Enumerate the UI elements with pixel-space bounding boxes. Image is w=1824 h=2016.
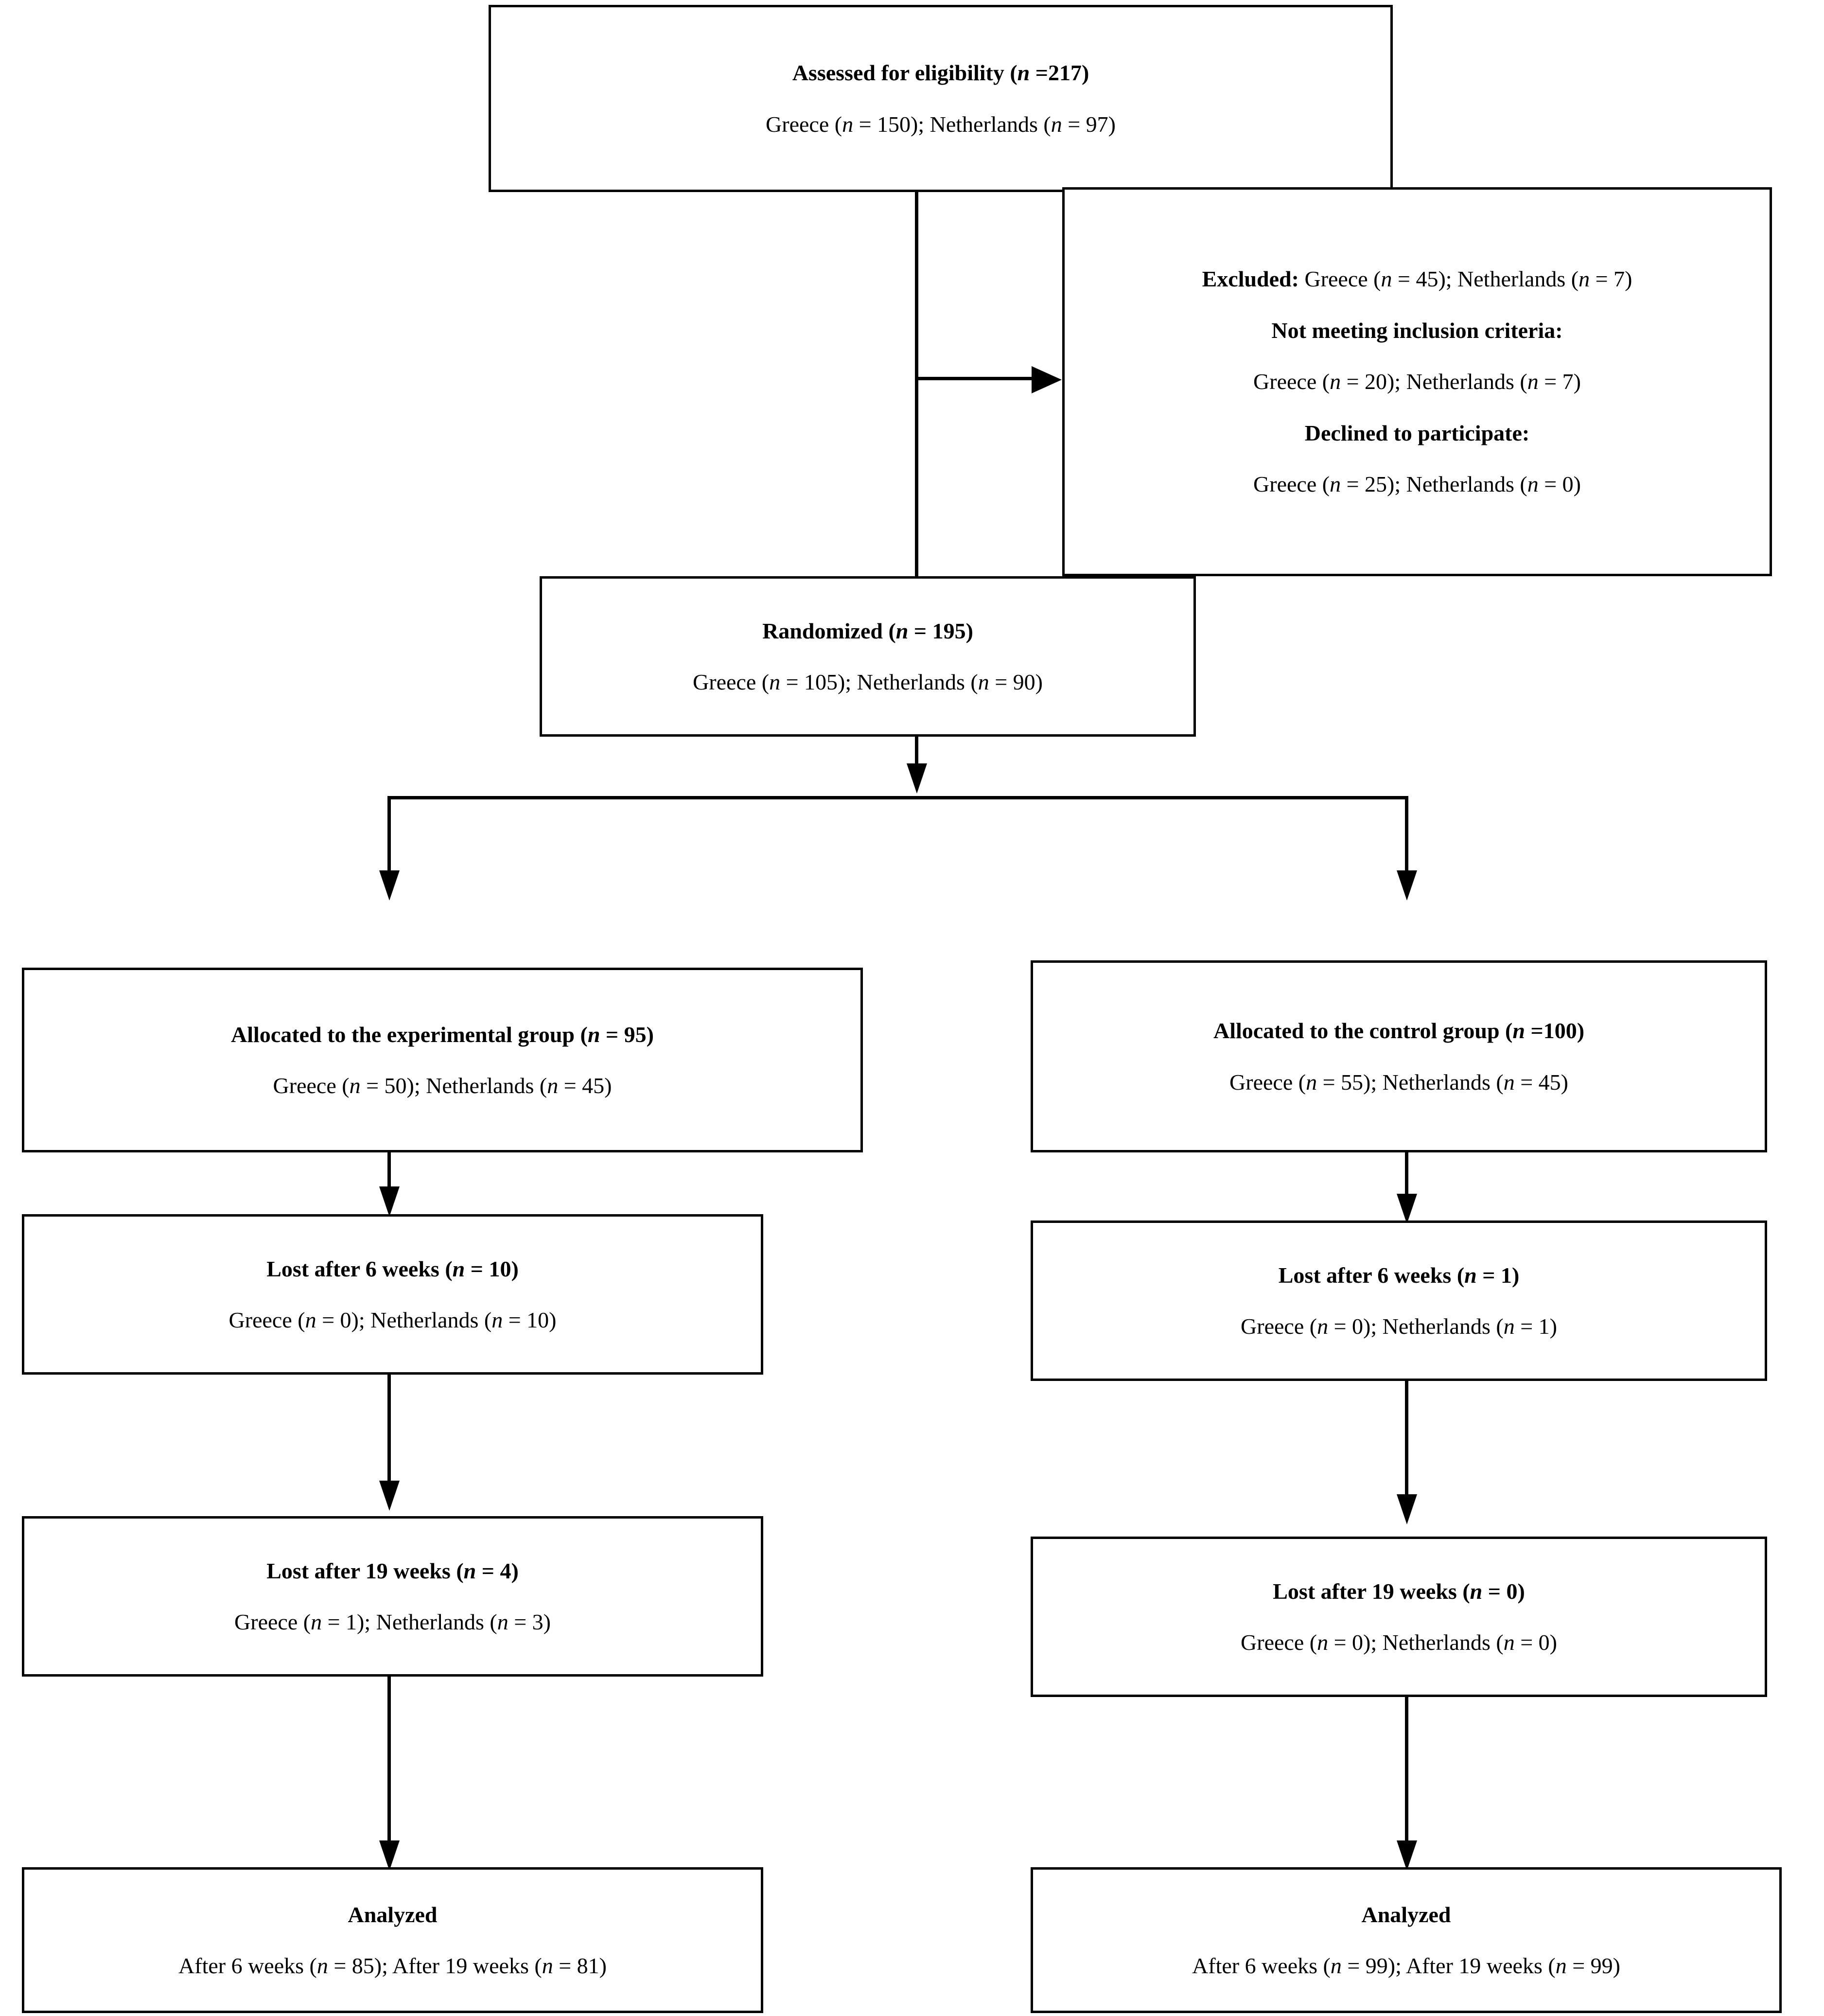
connector-randomized-stem: [915, 737, 918, 766]
arrowhead-lost19-ctrl-to-analyzed: [1397, 1840, 1417, 1871]
node-analyzed-control: Analyzed After 6 weeks (n = 99); After 1…: [1031, 1867, 1782, 2013]
arrowhead-alloc-exp-to-lost6: [379, 1186, 400, 1217]
excluded-summary: Excluded: Greece (n = 45); Netherlands (…: [1065, 265, 1770, 293]
lost6-experimental-detail: Greece (n = 0); Netherlands (n = 10): [228, 1308, 557, 1332]
assessed-title: Assessed for eligibility (n =217): [792, 60, 1089, 85]
randomized-title: Randomized (n = 195): [762, 618, 973, 643]
node-excluded: Excluded: Greece (n = 45); Netherlands (…: [1062, 187, 1772, 576]
excluded-declined-heading: Declined to participate:: [1304, 420, 1530, 445]
node-assessed-for-eligibility: Assessed for eligibility (n =217) Greece…: [489, 5, 1393, 192]
node-lost-6-weeks-experimental: Lost after 6 weeks (n = 10) Greece (n = …: [22, 1214, 763, 1375]
connector-split-bar: [387, 796, 1408, 799]
analyzed-control-detail: After 6 weeks (n = 99); After 19 weeks (…: [1192, 1953, 1620, 1978]
connector-lost19-exp-to-analyzed: [387, 1677, 391, 1842]
excluded-declined-counts: Greece (n = 25); Netherlands (n = 0): [1253, 472, 1581, 497]
lost6-experimental-title: Lost after 6 weeks (n = 10): [266, 1256, 519, 1281]
alloc-experimental-detail: Greece (n = 50); Netherlands (n = 45): [273, 1073, 612, 1098]
analyzed-control-title: Analyzed: [1361, 1902, 1451, 1927]
lost6-control-title: Lost after 6 weeks (n = 1): [1278, 1262, 1520, 1288]
connector-alloc-ctrl-to-lost6: [1405, 1152, 1408, 1206]
excluded-criteria-heading: Not meeting inclusion criteria:: [1271, 318, 1563, 343]
excluded-label: Excluded:: [1202, 266, 1299, 292]
analyzed-experimental-detail: After 6 weeks (n = 85); After 19 weeks (…: [178, 1953, 607, 1978]
alloc-control-detail: Greece (n = 55); Netherlands (n = 45): [1229, 1069, 1568, 1095]
connector-lost6-exp-to-lost19: [387, 1375, 391, 1491]
arrowhead-split-right: [1397, 870, 1417, 901]
node-allocated-experimental: Allocated to the experimental group (n =…: [22, 968, 863, 1152]
connector-split-left: [387, 796, 391, 874]
randomized-detail: Greece (n = 105); Netherlands (n = 90): [693, 670, 1043, 694]
connector-split-right: [1405, 796, 1408, 874]
arrowhead-lost6-ctrl-to-lost19: [1397, 1494, 1417, 1524]
alloc-experimental-title: Allocated to the experimental group (n =…: [231, 1022, 654, 1047]
alloc-control-title: Allocated to the control group (n =100): [1213, 1018, 1585, 1043]
connector-lost6-ctrl-to-lost19: [1405, 1381, 1408, 1503]
arrowhead-lost19-exp-to-analyzed: [379, 1840, 400, 1871]
node-lost-6-weeks-control: Lost after 6 weeks (n = 1) Greece (n = 0…: [1031, 1220, 1767, 1381]
lost19-control-title: Lost after 19 weeks (n = 0): [1273, 1578, 1525, 1604]
connector-lost19-ctrl-to-analyzed: [1405, 1697, 1408, 1843]
node-analyzed-experimental: Analyzed After 6 weeks (n = 85); After 1…: [22, 1867, 763, 2013]
arrowhead-split-left: [379, 870, 400, 901]
lost19-experimental-title: Lost after 19 weeks (n = 4): [266, 1558, 519, 1583]
node-allocated-control: Allocated to the control group (n =100) …: [1031, 960, 1767, 1152]
lost19-experimental-detail: Greece (n = 1); Netherlands (n = 3): [234, 1609, 551, 1634]
node-randomized: Randomized (n = 195) Greece (n = 105); N…: [540, 576, 1196, 737]
assessed-detail: Greece (n = 150); Netherlands (n = 97): [766, 111, 1116, 137]
arrowhead-alloc-ctrl-to-lost6: [1397, 1194, 1417, 1224]
arrowhead-lost6-exp-to-lost19: [379, 1481, 400, 1511]
excluded-criteria-counts: Greece (n = 20); Netherlands (n = 7): [1253, 369, 1581, 394]
analyzed-experimental-title: Analyzed: [348, 1902, 438, 1927]
connector-assessed-to-excluded: [918, 377, 1035, 380]
arrowhead-randomized-stem: [907, 763, 927, 794]
lost6-control-detail: Greece (n = 0); Netherlands (n = 1): [1241, 1314, 1557, 1339]
lost19-control-detail: Greece (n = 0); Netherlands (n = 0): [1241, 1630, 1557, 1655]
excluded-summary-rest: Greece (n = 45); Netherlands (n = 7): [1298, 266, 1632, 292]
connector-alloc-exp-to-lost6: [387, 1152, 391, 1199]
connector-assessed-to-randomized: [915, 192, 918, 576]
node-lost-19-weeks-control: Lost after 19 weeks (n = 0) Greece (n = …: [1031, 1537, 1767, 1697]
arrowhead-to-excluded: [1032, 366, 1062, 393]
node-lost-19-weeks-experimental: Lost after 19 weeks (n = 4) Greece (n = …: [22, 1516, 763, 1677]
